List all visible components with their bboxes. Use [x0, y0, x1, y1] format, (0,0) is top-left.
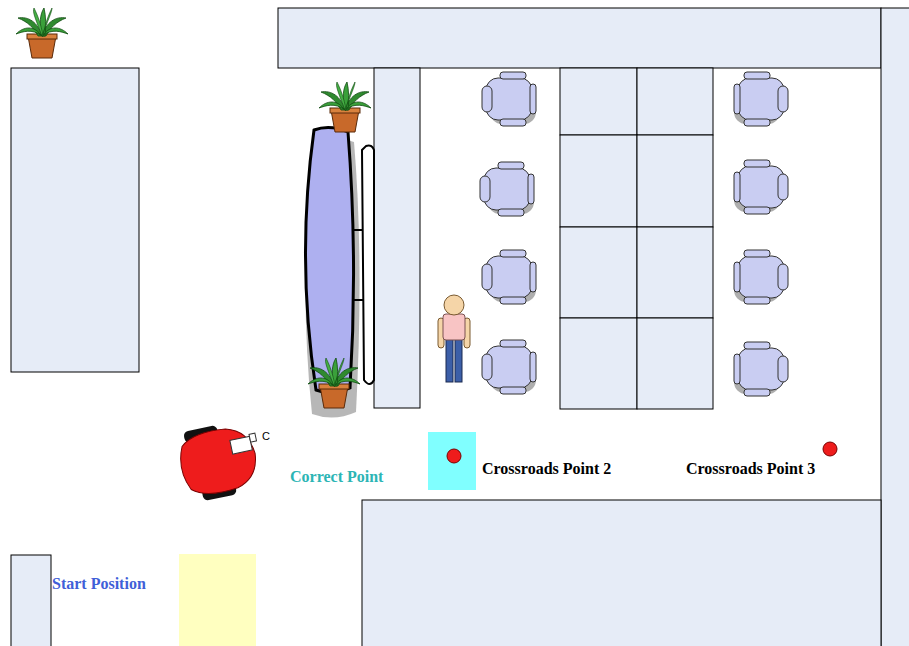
point-label: Crossroads Point 2	[482, 460, 611, 478]
wall-block	[11, 68, 139, 372]
desk-grid	[560, 68, 713, 409]
point-label: Correct Point	[290, 468, 383, 486]
crossroads-point	[823, 442, 837, 456]
robot-mark: C	[262, 430, 270, 443]
wall-block	[278, 8, 881, 68]
wall-block	[881, 8, 909, 646]
table	[305, 127, 374, 417]
robot	[174, 417, 266, 504]
point-label: Crossroads Point 3	[686, 460, 815, 478]
area-label: Start Position	[52, 575, 146, 593]
crossroads-point	[447, 449, 461, 463]
wall-block	[11, 555, 51, 646]
chair	[480, 72, 788, 396]
wall-block	[362, 500, 881, 646]
start-area	[179, 554, 256, 646]
correct-point-area	[428, 432, 476, 490]
person	[438, 295, 470, 382]
plant	[16, 8, 371, 408]
counter	[374, 68, 420, 408]
